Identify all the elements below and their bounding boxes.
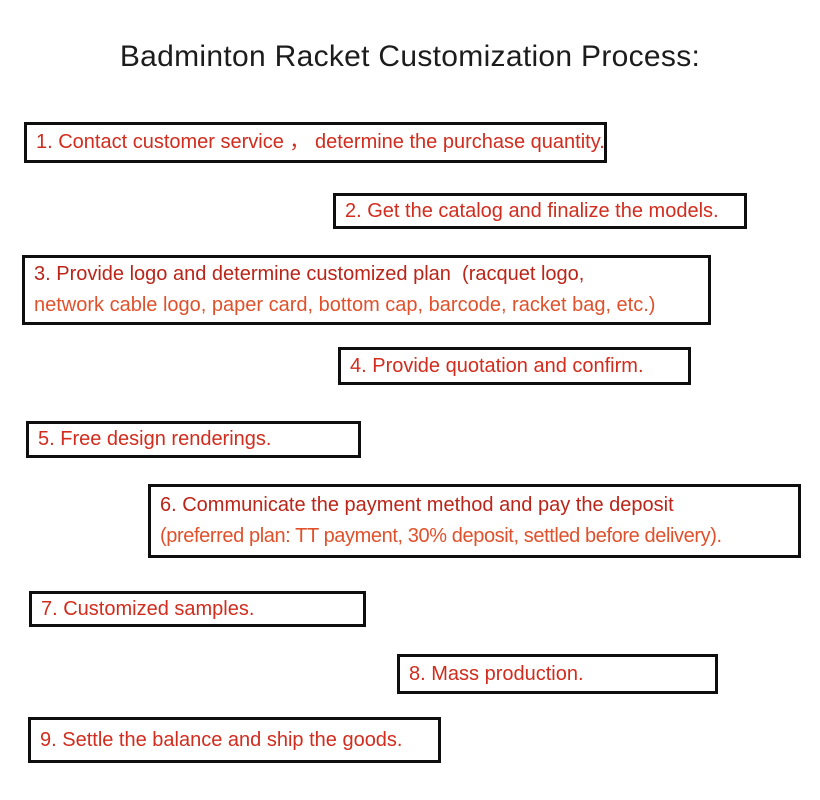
step-box-5: 5. Free design renderings. <box>26 421 361 458</box>
step-8-text: 8. Mass production. <box>409 662 584 685</box>
step-box-8: 8. Mass production. <box>397 654 718 694</box>
step-box-1: 1. Contact customer service ， determine … <box>24 122 607 163</box>
page-title: Badminton Racket Customization Process: <box>119 40 701 73</box>
step-box-3: 3. Provide logo and determine customized… <box>22 255 711 325</box>
step-6-text-line-2: (preferred plan: TT payment, 30% deposit… <box>160 525 722 547</box>
step-box-4: 4. Provide quotation and confirm. <box>338 347 691 385</box>
step-6-text-line-1: 6. Communicate the payment method and pa… <box>160 494 674 516</box>
step-box-6: 6. Communicate the payment method and pa… <box>148 484 801 558</box>
step-box-7: 7. Customized samples. <box>29 591 366 627</box>
step-2-text: 2. Get the catalog and finalize the mode… <box>345 199 719 222</box>
step-box-9: 9. Settle the balance and ship the goods… <box>28 717 441 763</box>
step-4-text: 4. Provide quotation and confirm. <box>350 354 644 377</box>
step-5-text: 5. Free design renderings. <box>38 428 272 450</box>
step-7-text: 7. Customized samples. <box>41 597 255 620</box>
step-box-2: 2. Get the catalog and finalize the mode… <box>333 193 747 229</box>
step-1-text: 1. Contact customer service ， determine … <box>36 131 605 153</box>
step-3-text-line-2: network cable logo, paper card, bottom c… <box>34 294 656 316</box>
step-9-text: 9. Settle the balance and ship the goods… <box>40 728 403 751</box>
step-3-text-line-1: 3. Provide logo and determine customized… <box>34 263 585 285</box>
